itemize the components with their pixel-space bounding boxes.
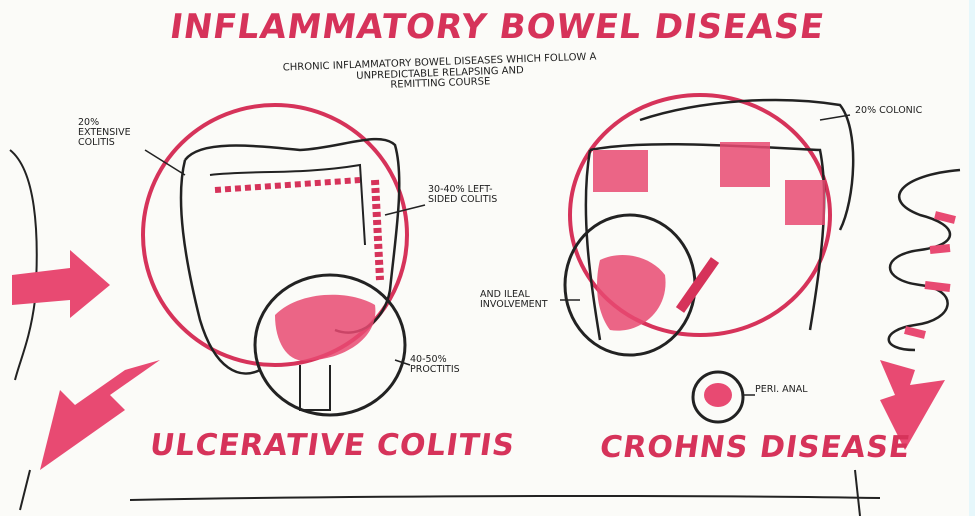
uc-disease-name: ULCERATIVE COLITIS [148, 430, 517, 462]
uc-anus [300, 365, 330, 410]
label-extensive-colitis: 20% EXTENSIVE COLITIS [78, 118, 148, 148]
left-edge-sketch [10, 150, 37, 380]
uc-hatching-transverse [215, 180, 360, 190]
bottom-line [130, 496, 880, 500]
right-edge-intestine [889, 170, 960, 350]
uc-colon-inner [210, 165, 365, 245]
label-proctitis: 40-50% PROCTITIS [410, 355, 480, 375]
arrow-right-icon [12, 250, 110, 318]
cd-patch-1 [593, 150, 648, 192]
label-perianal: PERI. ANAL [755, 385, 825, 395]
leader-extensive [145, 150, 185, 175]
uc-rectum-fill [275, 295, 375, 361]
cd-patch-2 [720, 142, 770, 187]
cd-patch-3 [785, 180, 825, 225]
label-colonic: 20% COLONIC [855, 106, 965, 116]
bottom-left-mark [20, 470, 30, 510]
cd-ileum-segment [680, 260, 715, 310]
right-edge-patches [905, 215, 955, 335]
cd-ileum-fill [597, 255, 666, 331]
page-title: INFLAMMATORY BOWEL DISEASE [167, 10, 826, 46]
cd-perianal-fill [704, 383, 732, 407]
label-left-sided-colitis: 30-40% LEFT-SIDED COLITIS [428, 185, 508, 205]
arrow-down-left-icon [40, 360, 160, 470]
bottom-right-mark [855, 470, 860, 516]
leader-colonic [820, 115, 850, 120]
label-ileal-involvement: AND ILEAL INVOLVEMENT [480, 290, 560, 310]
right-edge-strip [969, 0, 975, 516]
uc-hatching-descending [375, 180, 380, 280]
cd-disease-name: CROHNS DISEASE [598, 432, 913, 464]
